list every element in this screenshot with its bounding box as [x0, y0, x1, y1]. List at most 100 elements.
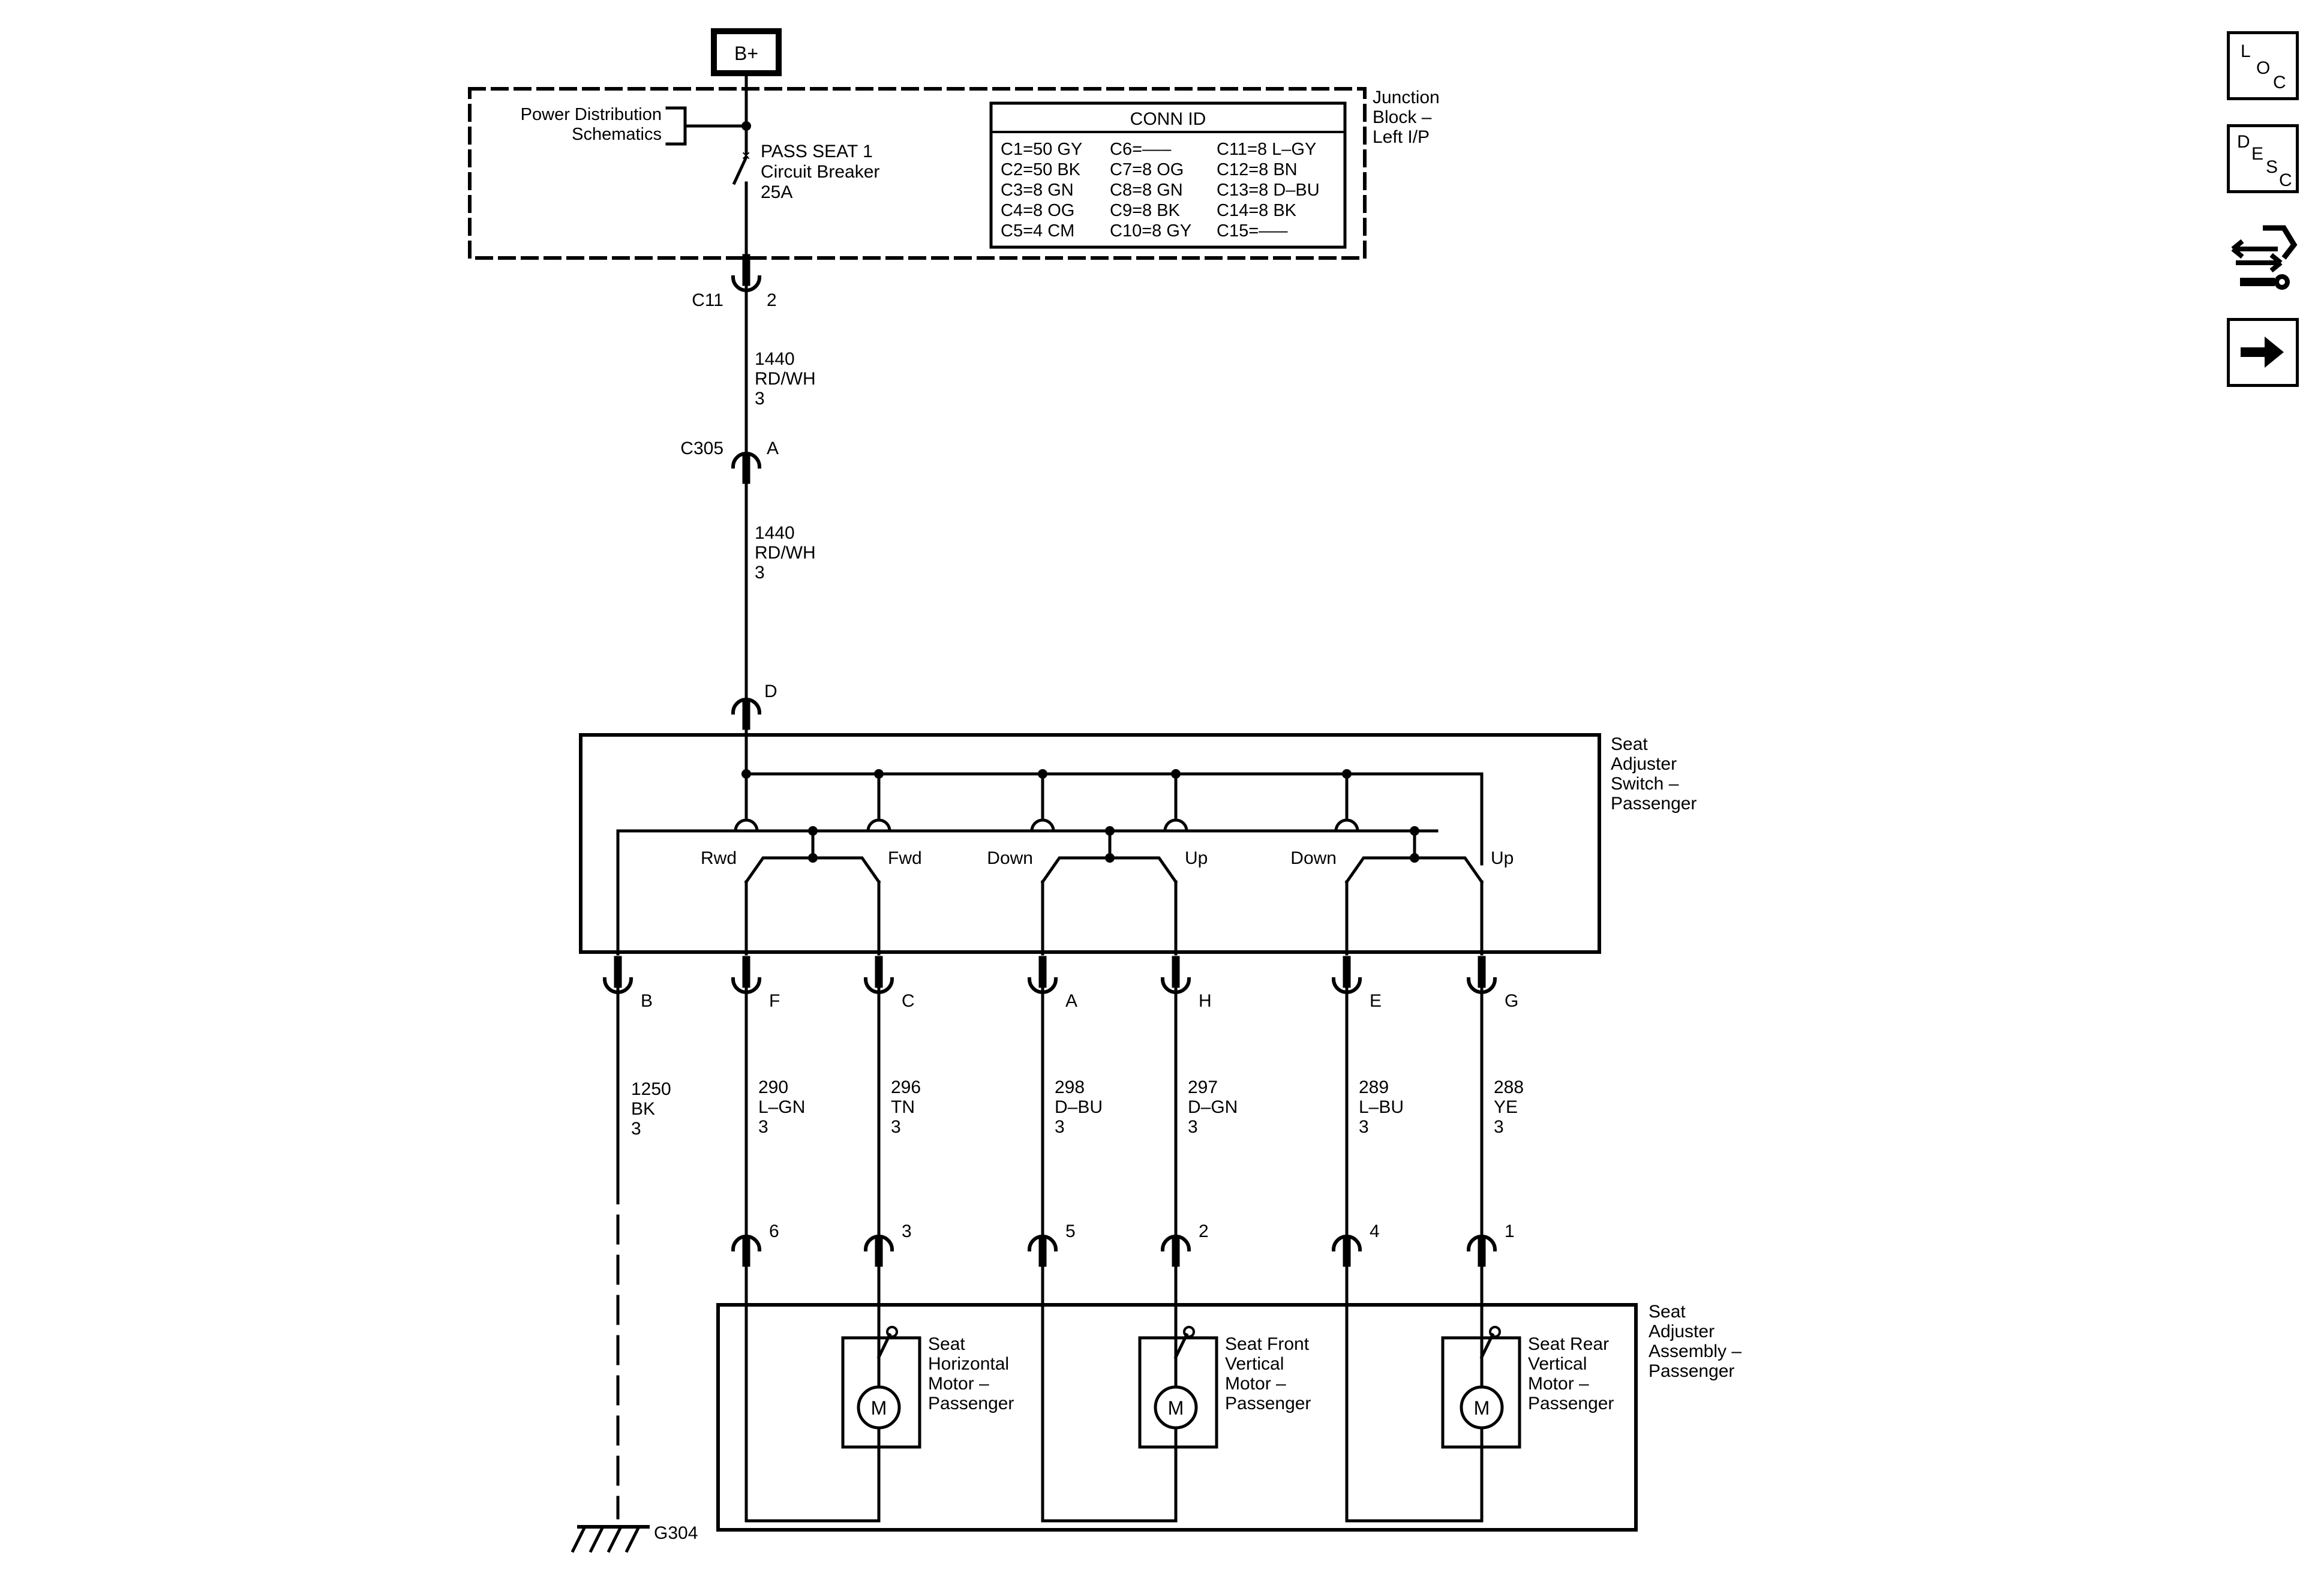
harness-circuit-label-line-2: 3 — [1494, 1117, 1504, 1137]
harness-circuit-label-line-2: 3 — [758, 1117, 768, 1137]
harness-circuit-label-line-2: 3 — [891, 1117, 901, 1137]
c11-name: C11 — [692, 290, 723, 310]
harness-circuit-label-line-0: 298 — [1055, 1077, 1085, 1097]
seat-adjuster-assembly-label-line-0: Seat — [1649, 1302, 1686, 1322]
motor-box — [841, 1336, 921, 1449]
power-distribution-ref-line-1: Schematics — [572, 125, 662, 144]
next-page-button[interactable] — [2227, 318, 2299, 387]
c305-name: C305 — [680, 439, 723, 458]
assembly-pin-label: 1 — [1505, 1221, 1515, 1241]
wire-1440-lower-label-line-2: 3 — [755, 563, 765, 583]
seat-adjuster-assembly-label-line-3: Passenger — [1649, 1361, 1734, 1381]
seat-adjuster-switch-label-line-3: Passenger — [1611, 794, 1697, 813]
location-button[interactable]: L O C — [2227, 31, 2299, 100]
conn-id-cell: C3=8 GN — [1001, 181, 1074, 200]
junction-block-outline — [468, 87, 1367, 260]
connector-tool-icon — [2231, 225, 2298, 290]
contact-dot — [1410, 853, 1419, 863]
thermal-switch — [876, 1332, 892, 1359]
conn-id-cell: C4=8 OG — [1001, 201, 1074, 220]
conn-id-title: CONN ID — [1130, 109, 1206, 129]
conn-id-cell: C2=50 BK — [1001, 160, 1081, 179]
description-button[interactable]: D E S C — [2227, 124, 2299, 193]
conn-id-cell: C5=4 CM — [1001, 221, 1074, 241]
motor-label-0-line-3: Passenger — [928, 1394, 1014, 1413]
contact-label-up-2: Up — [1491, 848, 1514, 868]
breaker-label-line-1: Circuit Breaker — [761, 162, 879, 182]
desc-letter-e: E — [2251, 144, 2264, 164]
motor-label-2-line-0: Seat Rear — [1528, 1334, 1609, 1354]
conn-id-cell: C8=8 GN — [1110, 181, 1183, 200]
conn-id-cell: C15=––– — [1217, 221, 1288, 241]
loc-letter-o: O — [2256, 58, 2271, 78]
motor-label-2-line-1: Vertical — [1528, 1354, 1587, 1374]
breaker-label-line-2: 25A — [761, 182, 792, 202]
switch-pin-label: C — [902, 991, 915, 1011]
desc-letter-s: S — [2266, 157, 2278, 177]
motor-symbol-m: M — [1168, 1397, 1184, 1419]
wire-1440-upper-label-line-1: RD/WH — [755, 369, 816, 389]
wire-1440-lower-label-line-1: RD/WH — [755, 543, 816, 563]
power-ref-bracket — [665, 106, 687, 146]
desc-letter-c: C — [2279, 170, 2292, 190]
junction-block-label-line-2: Left I/P — [1373, 127, 1430, 147]
motor-label-0-line-1: Horizontal — [928, 1354, 1009, 1374]
motor-label-1-line-3: Passenger — [1225, 1394, 1311, 1413]
thermal-switch — [1173, 1332, 1189, 1359]
stationary-contact — [1163, 818, 1188, 833]
ground-wire-label-line-0: 1250 — [631, 1079, 671, 1099]
contact-dot — [1105, 853, 1115, 863]
motor-label-0-line-0: Seat — [928, 1334, 965, 1354]
loc-letter-l: L — [2241, 41, 2251, 61]
harness-circuit-label-line-0: 296 — [891, 1077, 921, 1097]
switch-pin-label: B — [641, 991, 653, 1011]
harness-circuit-label-line-1: TN — [891, 1097, 915, 1117]
assembly-pin-label: 3 — [902, 1221, 912, 1241]
motor-label-1-line-1: Vertical — [1225, 1354, 1284, 1374]
assembly-pin-label: 2 — [1199, 1221, 1209, 1241]
harness-circuit-label-line-0: 289 — [1359, 1077, 1389, 1097]
b-plus-label: B+ — [734, 43, 758, 64]
harness-circuit-label-line-0: 290 — [758, 1077, 788, 1097]
seat-adjuster-assembly-label-line-1: Adjuster — [1649, 1322, 1715, 1341]
seat-adjuster-assembly-label-line-2: Assembly – — [1649, 1341, 1742, 1361]
ground-symbol-hatch — [606, 1524, 623, 1553]
harness-circuit-label-line-1: YE — [1494, 1097, 1518, 1117]
conn-id-cell: C12=8 BN — [1217, 160, 1298, 179]
seat-adjuster-switch-outline — [579, 733, 1601, 954]
ground-wire-label-line-1: BK — [631, 1099, 655, 1119]
contact-dot — [808, 853, 818, 863]
conn-id-cell: C11=8 L–GY — [1217, 140, 1316, 159]
harness-circuit-label-line-1: D–GN — [1188, 1097, 1238, 1117]
stationary-contact — [1030, 818, 1055, 833]
assembly-pin-label: 6 — [769, 1221, 779, 1241]
motor-label-1-line-2: Motor – — [1225, 1374, 1286, 1394]
junction-block-label-line-1: Block – — [1373, 107, 1432, 127]
conn-id-cell: C9=8 BK — [1110, 201, 1181, 220]
harness-circuit-label-line-2: 3 — [1055, 1117, 1065, 1137]
thermal-contact — [1183, 1326, 1195, 1338]
assembly-pin-label: 5 — [1065, 1221, 1076, 1241]
harness-circuit-label-line-1: L–BU — [1359, 1097, 1404, 1117]
assembly-pin-label: 4 — [1370, 1221, 1380, 1241]
conn-id-cell: C14=8 BK — [1217, 201, 1297, 220]
ground-symbol-hatch — [588, 1524, 605, 1553]
seat-adjuster-switch-label-line-0: Seat — [1611, 734, 1648, 754]
motor-label-2-line-3: Passenger — [1528, 1394, 1614, 1413]
harness-circuit-label-line-1: L–GN — [758, 1097, 805, 1117]
contact-label-rwd: Rwd — [701, 848, 737, 868]
stationary-contact — [866, 818, 891, 833]
motor-label-0-line-2: Motor – — [928, 1374, 989, 1394]
switch-pin-label: G — [1505, 991, 1518, 1011]
switch-pin-label: H — [1199, 991, 1212, 1011]
wire-1440-lower-label-line-0: 1440 — [755, 523, 795, 543]
conn-id-cell: C10=8 GY — [1110, 221, 1191, 241]
harness-circuit-label-line-1: D–BU — [1055, 1097, 1103, 1117]
motor-symbol-m: M — [871, 1397, 887, 1419]
breaker-label-line-0: PASS SEAT 1 — [761, 142, 873, 161]
connector-tool-button[interactable] — [2227, 216, 2299, 297]
switch-pin-label: A — [1065, 991, 1077, 1011]
conn-id-cell: C7=8 OG — [1110, 160, 1184, 179]
